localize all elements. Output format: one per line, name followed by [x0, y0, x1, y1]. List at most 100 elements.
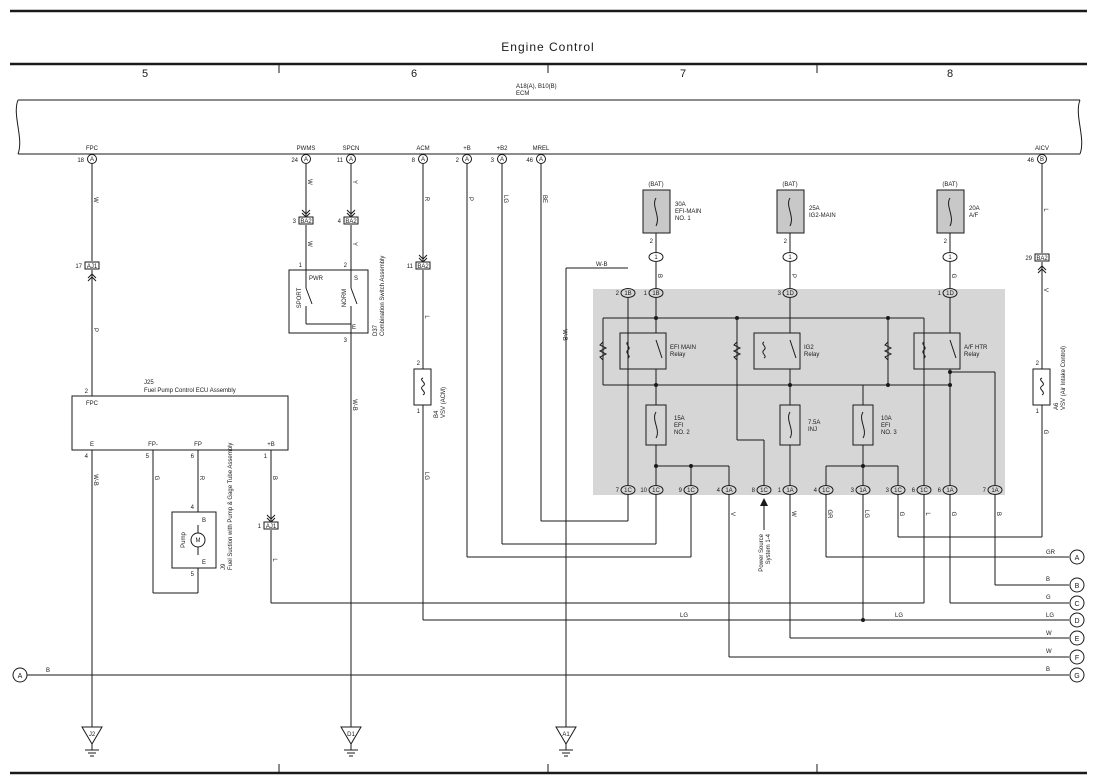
connector-code: BA2 [417, 264, 429, 270]
ecm-pin-label: +B [463, 146, 471, 152]
pin-number: 5 [146, 454, 150, 460]
wire-label: W-B [92, 474, 98, 486]
relay-name: IG2 [804, 345, 814, 351]
svg-text:4: 4 [814, 488, 818, 494]
vsv-a6: 2 1 A6 VSV (Air Intake Control) [1032, 346, 1067, 415]
ecm-pin-number: 24 [291, 158, 298, 164]
svg-text:1C: 1C [920, 488, 928, 494]
ecm-pin-number: 3 [491, 158, 495, 164]
connector-code: 1 [948, 255, 952, 261]
fuse-name: EFI [881, 423, 891, 429]
pin-number: 2 [85, 389, 89, 395]
offpage-id: G [1074, 673, 1079, 680]
relay-sub: Relay [964, 352, 979, 358]
ecm-conn-letter: A [539, 157, 543, 163]
pin-number: 2 [944, 239, 948, 245]
svg-text:1A: 1A [786, 488, 793, 494]
offpage-id: F [1075, 655, 1079, 662]
offpage-wire: LG [1046, 613, 1054, 619]
ground-id: J2 [89, 732, 96, 738]
fuse-name: IG2-MAIN [809, 213, 836, 219]
ecm-conn-letter: A [421, 157, 425, 163]
wire-label: L [271, 558, 277, 562]
svg-text:6: 6 [912, 488, 916, 494]
fuse-amp: 20A [969, 206, 980, 212]
ecu-terminal: FP [194, 442, 202, 448]
component-code: B4 [434, 410, 440, 418]
ecm-pin-number: 2 [456, 158, 460, 164]
wire-label: G [950, 512, 956, 517]
ground-points: J2 D1 A1 [81, 726, 577, 757]
pin-number: 2 [784, 239, 788, 245]
wire-label: W-B [351, 399, 357, 411]
offpage-id: E [1075, 636, 1080, 643]
svg-text:1: 1 [938, 291, 942, 297]
wire-label: GR [826, 510, 832, 520]
svg-text:1B: 1B [652, 291, 659, 297]
wire-label: BE [541, 195, 547, 203]
ecm-conn-letter: A [90, 157, 94, 163]
fuel-pump-ecu-j25: J25 Fuel Pump Control ECU Assembly 2 FPC… [71, 380, 289, 460]
component-name: VSV (ACM) [441, 387, 447, 418]
svg-text:1C: 1C [624, 488, 632, 494]
connector-code: BA2 [1036, 256, 1048, 262]
wire-label: Y [351, 180, 357, 184]
ecu-terminal: +B [267, 442, 275, 448]
component-name: VSV (Air Intake Control) [1061, 346, 1067, 410]
wire-label: W [306, 179, 312, 185]
connector-pin: 1 [258, 524, 262, 530]
pin-number: 4 [85, 454, 89, 460]
wire-label: W [306, 241, 312, 247]
offpage-id: B [1075, 583, 1080, 590]
svg-text:1D: 1D [786, 291, 794, 297]
zone-label: 7 [680, 68, 686, 80]
wire-label: L [924, 512, 930, 516]
relay-block-area [593, 289, 1005, 495]
relay-block-fuses: 15A EFI NO. 2 7.5A INJ 10A EFI NO. 3 [645, 404, 897, 446]
relay-name: EFI MAIN [670, 345, 696, 351]
power-source-ref: Power Source System 1-4 [759, 498, 772, 572]
wire-label: LG [502, 195, 508, 203]
offpage-id: D [1074, 618, 1079, 625]
svg-text:1C: 1C [760, 488, 768, 494]
relay-sub: Relay [670, 352, 685, 358]
svg-text:9: 9 [679, 488, 683, 494]
offpage-id: A [1075, 555, 1080, 562]
offpage-id: C [1074, 601, 1079, 608]
zone-label: 8 [947, 68, 953, 80]
switch-terminal: PWR [309, 276, 324, 282]
wire-labels: W P W-B W W Y Y W-B R L LG P LG BE W-B W… [46, 179, 1048, 674]
wire-label: G [1042, 430, 1048, 435]
relay-block-bottom-connectors: 1C 7 1C 10 1C 9 1A 4 1C 8 1A 1 1C 4 1A 3… [616, 485, 1003, 495]
svg-text:1: 1 [778, 488, 782, 494]
wire-label: W [790, 511, 796, 517]
pin-number: 2 [650, 239, 654, 245]
ecm-pin-number: 18 [77, 158, 84, 164]
offpage-wire: B [1046, 667, 1050, 673]
wire-label: L [1042, 208, 1048, 212]
relay-sub: Relay [804, 352, 819, 358]
pin-number: 2 [1036, 361, 1040, 367]
wire-label: W-B [596, 262, 608, 268]
connector-code: AJ1 [87, 264, 98, 270]
pin-number: 2 [417, 361, 421, 367]
wire-label: L [423, 315, 429, 319]
fuse-amp: 10A [881, 416, 892, 422]
switch-terminal: S [354, 276, 358, 282]
svg-text:3: 3 [886, 488, 890, 494]
ecm-pins: FPC 18 A PWMS 24 A SPCN 11 A ACM 8 A +B … [77, 146, 1049, 164]
pin-number: 1 [417, 409, 421, 415]
offpage-wire: W [1046, 649, 1052, 655]
connector-pin: 29 [1025, 256, 1032, 262]
ecm-pin-number: 46 [1027, 158, 1034, 164]
ecm-pin-label: +B2 [497, 146, 509, 152]
wire-label: W [92, 197, 98, 203]
offpage-wire: G [1046, 595, 1051, 601]
wire-label: LG [423, 472, 429, 480]
wire-label: G [950, 274, 956, 279]
offpage-wire: B [1046, 577, 1050, 583]
svg-text:1A: 1A [946, 488, 953, 494]
svg-text:1C: 1C [822, 488, 830, 494]
component-code: J25 [144, 380, 154, 386]
motor-symbol: M [196, 538, 201, 544]
